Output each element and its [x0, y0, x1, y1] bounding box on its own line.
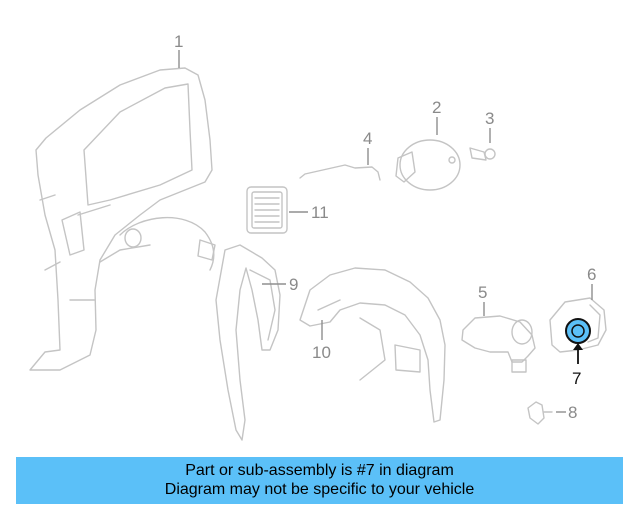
vent-grille-part [246, 186, 288, 234]
callout-4: 4 [363, 129, 372, 148]
wheelhouse-liner-part [299, 267, 446, 423]
screw-part [469, 147, 496, 161]
callout-3: 3 [485, 109, 494, 128]
banner-line-1: Part or sub-assembly is #7 in diagram [185, 462, 454, 479]
callout-1: 1 [174, 32, 183, 51]
quarter-panel-part [29, 67, 216, 371]
release-rod-part [299, 164, 381, 181]
splash-shield-part [215, 244, 281, 441]
fuel-door-pocket-part [549, 297, 607, 353]
callout-2: 2 [432, 98, 441, 117]
clip-part [527, 401, 553, 425]
banner-line-2: Diagram may not be specific to your vehi… [164, 481, 475, 498]
fuel-door-part [395, 139, 461, 191]
callout-8: 8 [568, 403, 577, 422]
parts-diagram: 1 2 3 4 5 6 7 8 9 10 11 [29, 32, 607, 441]
leader-lines [178, 50, 593, 413]
seal-part-7[interactable] [565, 318, 591, 344]
info-banner: Part or sub-assembly is #7 in diagram Di… [16, 457, 623, 504]
callout-11: 11 [311, 203, 329, 222]
callout-7[interactable]: 7 [572, 369, 581, 388]
filler-housing-part [461, 315, 536, 373]
callout-10: 10 [312, 343, 331, 362]
callout-5: 5 [478, 283, 487, 302]
callout-9: 9 [289, 275, 298, 294]
callout-6: 6 [587, 265, 596, 284]
